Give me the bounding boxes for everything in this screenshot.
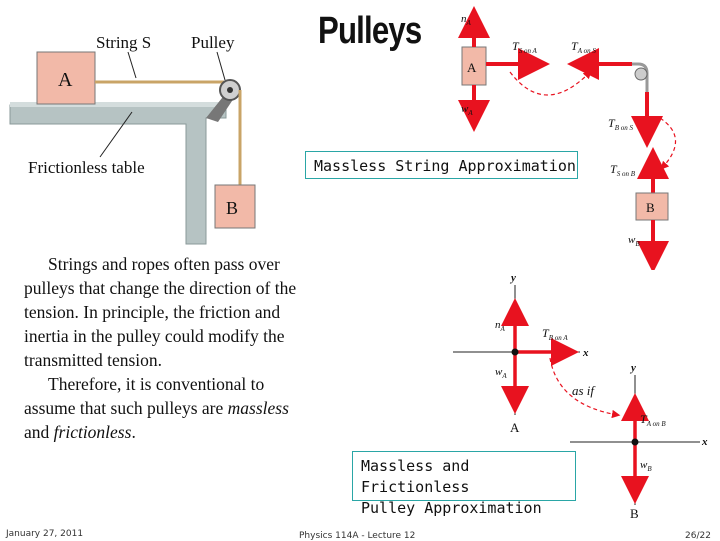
footer-course: Physics 114A - Lecture 12 [299, 531, 416, 541]
paragraph-1: Strings and ropes often pass over pulley… [24, 254, 297, 370]
table-label: Frictionless table [28, 158, 145, 177]
pulley-label: Pulley [191, 33, 235, 52]
page-title: Pulleys [318, 10, 422, 52]
string-pointer [127, 51, 137, 79]
n-a-label: nA [461, 13, 472, 27]
block-b-label: B [226, 198, 238, 218]
w-a-label: wA [461, 103, 473, 117]
bottom-block-b-label: B [630, 506, 639, 521]
paragraph-2-em-frictionless: frictionless [53, 422, 132, 442]
pulley-illustration: A B String S Pulley Frictionless table [9, 33, 256, 245]
paragraph-2: Therefore, it is conventional to assume … [24, 372, 316, 444]
massless-string-box: Massless String Approximation [305, 151, 578, 179]
origin-dot-1 [511, 348, 519, 356]
t-b-on-s-label: TB on S [608, 116, 633, 132]
t-a-on-b-label: TA on B [640, 412, 666, 428]
massless-frictionless-box: Massless and Frictionless Pulley Approxi… [352, 451, 576, 517]
paragraph-2-and: and [24, 422, 54, 442]
axis-y2-label: y [629, 362, 636, 374]
footer-page-number: 26/22 [685, 531, 711, 541]
fbd-top-diagram: A nA wA TS on A TA on S TB on S TS on B … [458, 6, 677, 270]
bottom-w-a-label: wA [495, 366, 507, 380]
block-a [36, 51, 96, 105]
footer-date: January 27, 2011 [6, 529, 84, 539]
table-top [10, 102, 228, 107]
bottom-n-a-label: nA [495, 319, 506, 333]
as-if-curve [549, 357, 621, 419]
axis-x2-label: x [701, 436, 708, 448]
paragraph-2-end: . [131, 422, 136, 442]
t-s-on-b-label: TS on B [610, 162, 636, 178]
bottom-block-a-label: A [510, 420, 520, 435]
block-b [214, 184, 256, 229]
body-text: Strings and ropes often pass over pulley… [24, 252, 316, 444]
axis-x1-label: x [582, 347, 589, 359]
block-a-label: A [58, 69, 73, 91]
t-b-on-a-label: TB on A [542, 326, 568, 342]
fbd-top-block-b-label: B [646, 200, 655, 215]
approx2-line2: Pulley Approximation [361, 499, 542, 517]
pulley-pointer [216, 51, 226, 81]
dashed-curve-sb [659, 117, 677, 170]
origin-dot-2 [631, 438, 639, 446]
bottom-w-b-label: wB [640, 459, 652, 473]
paragraph-2-em-massless: massless [227, 398, 289, 418]
t-a-on-s-label: TA on S [571, 39, 596, 55]
t-s-on-a-label: TS on A [512, 39, 538, 55]
paragraph-2-lead: Therefore, it is conventional to assume … [24, 374, 265, 418]
approx2-line1: Massless and Frictionless [361, 457, 470, 496]
w-b-label: wB [628, 234, 640, 248]
as-if-label: as if [572, 383, 596, 398]
table-pointer [99, 111, 133, 158]
axis-y1-label: y [509, 272, 516, 284]
fbd-top-block-a-label: A [467, 60, 477, 75]
fbd-bottom-diagram: y x nA wA TB on A A as if y x TA on B wB… [453, 272, 708, 521]
pulley-circle [634, 67, 648, 81]
string-label: String S [96, 33, 151, 52]
dashed-curve-ab [509, 70, 592, 96]
